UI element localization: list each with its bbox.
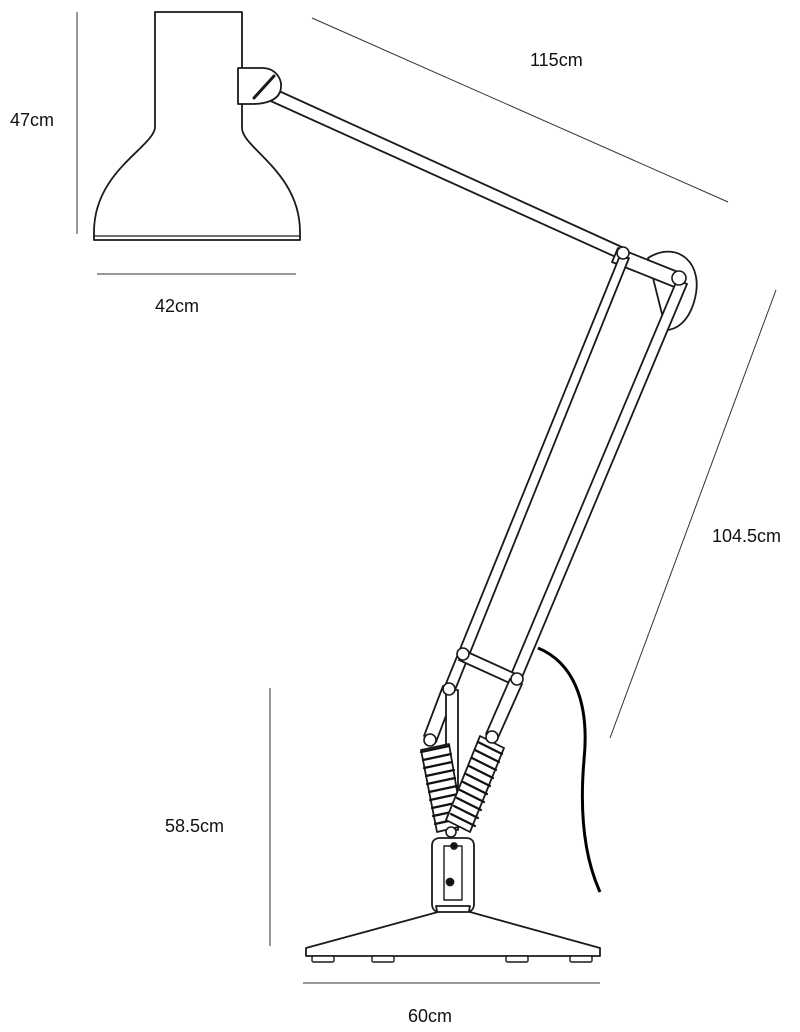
base-foot	[569, 955, 593, 963]
lower-arm-guide	[609, 289, 777, 739]
pivot-joints	[423, 246, 687, 838]
pivot-link-left-top	[442, 682, 456, 696]
bracket-screw-top	[450, 842, 458, 850]
pivot-link-right-bottom	[485, 730, 499, 744]
pivot-elbow-top	[616, 246, 630, 260]
shade-hinge	[237, 67, 282, 105]
pivot-cross-right	[510, 672, 524, 686]
shade-hinge-slot	[252, 74, 276, 100]
base-bracket-inner	[443, 845, 463, 901]
shade-height-label: 47cm	[10, 110, 54, 130]
upper-arm	[263, 85, 625, 259]
base-width-label: 60cm	[408, 1006, 452, 1026]
base-foot	[311, 955, 335, 963]
base-height-label: 58.5cm	[165, 816, 224, 836]
lamp-shade	[93, 11, 301, 241]
base-plate	[305, 911, 601, 957]
shade-width-label: 42cm	[155, 296, 199, 316]
upper-arm-length-label: 115cm	[530, 50, 583, 70]
pivot-elbow-back	[671, 270, 687, 286]
base-foot	[371, 955, 395, 963]
dimension-guides	[76, 12, 777, 984]
pivot-spring-base	[445, 826, 457, 838]
upper-arm-guide	[311, 17, 729, 203]
base-feet	[311, 955, 593, 963]
base-foot	[505, 955, 529, 963]
spring-right	[445, 735, 505, 833]
pivot-cross-left	[456, 647, 470, 661]
pivot-link-left-bottom	[423, 733, 437, 747]
lamp-illustration	[93, 11, 698, 963]
bracket-screw-bottom	[445, 877, 455, 887]
lower-arm-length-label: 104.5cm	[712, 526, 781, 546]
dimension-labels: 47cm 42cm 115cm 104.5cm 58.5cm 60cm	[10, 50, 781, 1026]
power-cable	[537, 646, 602, 893]
